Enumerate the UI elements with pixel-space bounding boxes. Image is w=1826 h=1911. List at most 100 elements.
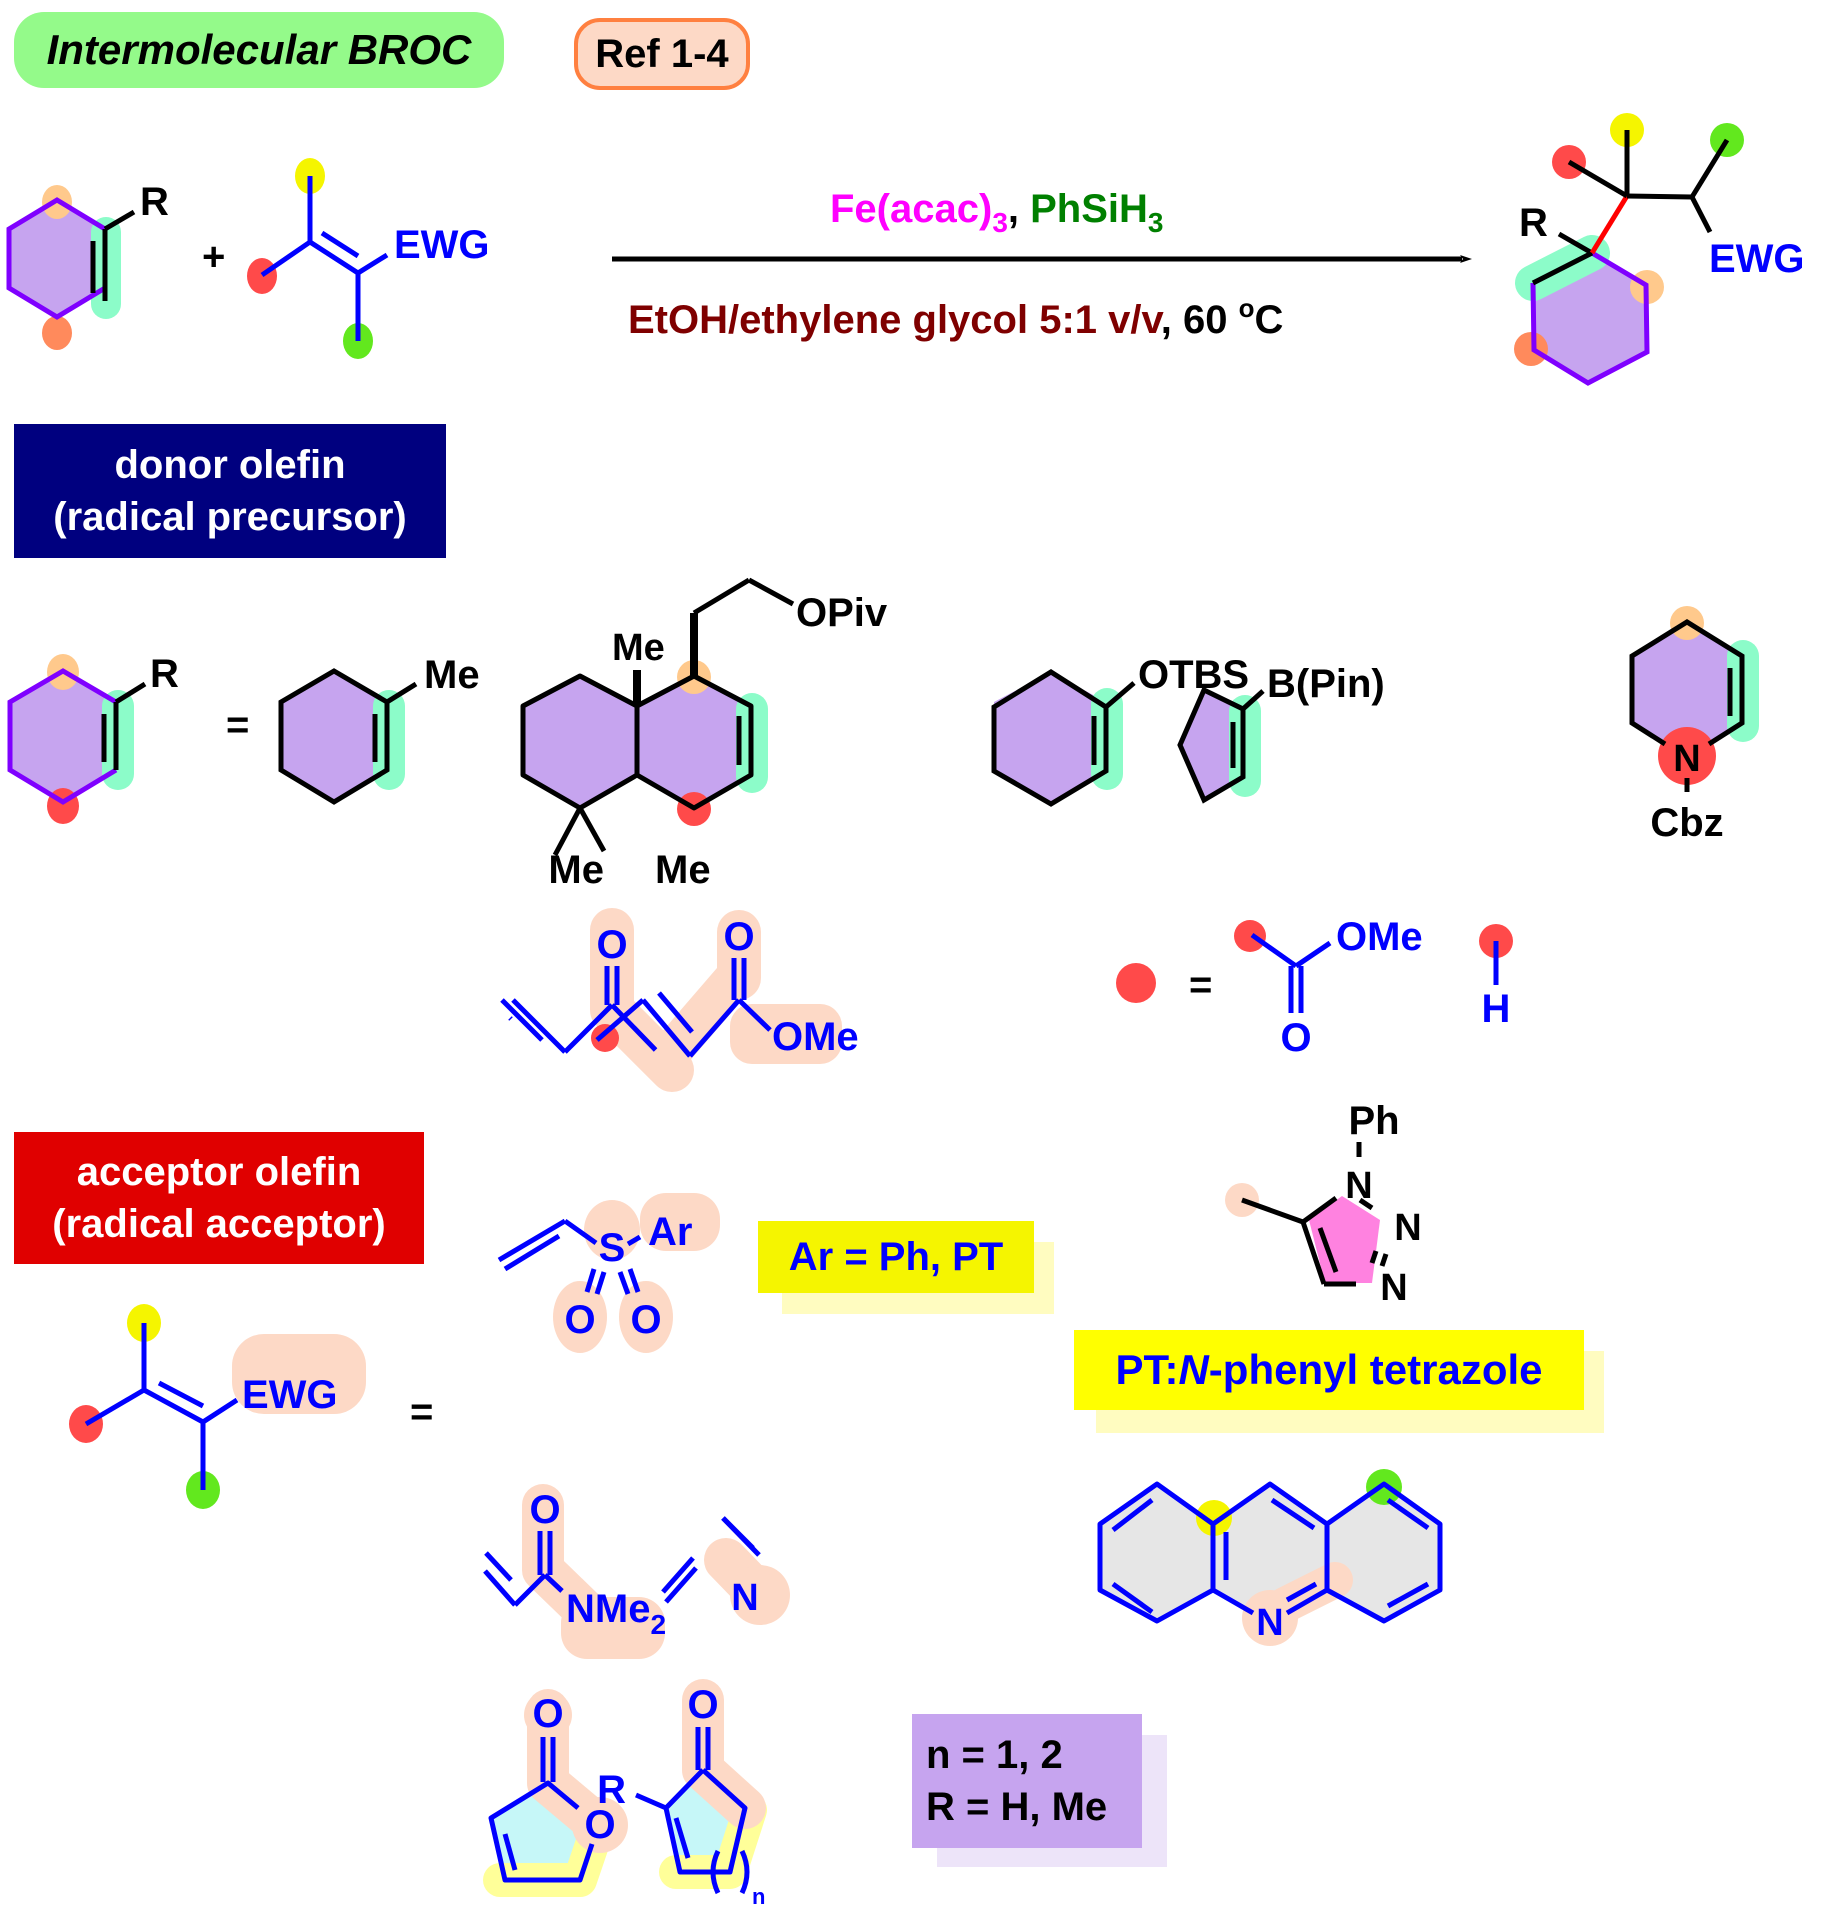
bond (1626, 193, 1693, 200)
bond (503, 1233, 561, 1272)
silane-subscript: 3 (1148, 207, 1164, 238)
bond (1369, 1250, 1379, 1264)
ewg-highlight (553, 1281, 607, 1353)
donor-example-boronate: B(Pin) (1177, 662, 1385, 804)
acceptor-butenolide: O O (483, 1689, 628, 1897)
bond (692, 577, 751, 616)
ring-outline (1629, 619, 1745, 747)
acceptor-acrylonitrile: N (661, 1516, 790, 1625)
bond (721, 1516, 755, 1550)
bond (563, 1218, 598, 1246)
pt-note-italic: N (1178, 1346, 1209, 1393)
reagent-separator: , (1008, 187, 1030, 231)
reference-badge: Ref 1-4 (574, 18, 750, 90)
bond (1386, 1581, 1430, 1609)
bond (1211, 1587, 1255, 1616)
silane-reagent: PhSiH (1030, 187, 1148, 231)
n-label: N (1256, 1602, 1283, 1644)
temp-unit: C (1255, 298, 1284, 342)
new-bond (1589, 194, 1630, 255)
ring-o-label: O (584, 1803, 615, 1847)
temperature: 60 (1183, 298, 1239, 342)
bond (552, 806, 583, 857)
bond (661, 1556, 695, 1594)
me-label: Me (612, 627, 665, 669)
bond (1689, 138, 1730, 199)
bond (114, 681, 147, 705)
bond (594, 1271, 607, 1295)
catalyst-conditions: Fe(acac)3, PhSiH3 (830, 187, 1164, 238)
bond (584, 1268, 597, 1293)
bond (577, 806, 607, 853)
ph-label: Ph (1348, 1099, 1399, 1143)
allylic-dot (1514, 332, 1548, 366)
bond (1104, 681, 1136, 709)
o-label: O (529, 1488, 560, 1532)
donor-label-line2: (radical precursor) (53, 495, 407, 539)
bond (508, 1016, 513, 1021)
n-note: n = 1, 2 R = H, Me (912, 1714, 1142, 1848)
bond (511, 998, 567, 1054)
bond (1111, 1581, 1154, 1615)
solvent: EtOH/ethylene glycol 5:1 v/v (628, 298, 1164, 342)
bond (657, 991, 694, 1034)
bond (502, 1833, 518, 1871)
ewg-highlight (640, 1193, 720, 1251)
bond (610, 1003, 658, 1052)
bond (356, 252, 389, 276)
ring-fill (9, 200, 105, 317)
equals-sign: = (410, 1390, 433, 1434)
donor-example-methylcyclohexene: Me (278, 653, 480, 805)
bond (1531, 250, 1594, 286)
dot-legend: = OMe O H (1116, 915, 1513, 1060)
bond (737, 998, 772, 1032)
product: R EWG (1514, 113, 1805, 386)
acceptor-label-line1: acceptor olefin (76, 1150, 362, 1194)
reactant-acceptor-olefin: EWG (247, 158, 490, 359)
tetrazole-fill (1309, 1196, 1380, 1283)
r-label: R (597, 1768, 626, 1812)
solvent-conditions: EtOH/ethylene glycol 5:1 v/v, 60 oC (628, 293, 1283, 342)
scheme-title-text: Intermolecular BROC (46, 26, 472, 73)
ar-label: Ar (648, 1210, 692, 1254)
ring-fill (994, 672, 1106, 804)
bond (320, 230, 360, 259)
bond (595, 998, 645, 1042)
bond (543, 1573, 564, 1593)
bond (1567, 159, 1629, 199)
red-dot (1658, 727, 1716, 785)
o-label: O (630, 1298, 661, 1342)
paren-left (710, 1849, 721, 1895)
ewg-label: EWG (242, 1373, 338, 1417)
lactone-ring (488, 1780, 595, 1883)
ewg-highlight (730, 1565, 790, 1625)
n-subscript: n (752, 1884, 765, 1909)
ring-fill-right (637, 676, 751, 808)
bond (201, 1397, 239, 1425)
reactant-donor-olefin: R (6, 180, 169, 350)
n-label: N (1394, 1207, 1421, 1249)
ome-label: OMe (772, 1015, 859, 1059)
o-label: O (687, 1683, 718, 1727)
bond (1301, 1195, 1338, 1225)
ewg-label: EWG (394, 223, 490, 267)
donor-generic: R (7, 652, 179, 824)
ar-note-text: Ar = Ph, PT (788, 1234, 1004, 1279)
ring-fill (1180, 690, 1243, 800)
bond (484, 1551, 513, 1582)
plus-sign: + (202, 235, 225, 279)
acceptor-acridine: N (1097, 1469, 1443, 1646)
donor-olefin-label: donor olefin (radical precursor) (14, 424, 446, 558)
bond (1285, 1581, 1318, 1603)
acceptor-acrylamide: O NMe2 (483, 1484, 666, 1659)
ring-fill (281, 671, 387, 802)
donor-example-decalin-final: Me OPiv Me Me (520, 577, 888, 892)
ewg-highlight (232, 1334, 366, 1414)
yellow-dot (1196, 1500, 1232, 1536)
bond (513, 1573, 547, 1607)
decalin-outline (520, 673, 754, 811)
enone-ring (663, 1768, 748, 1875)
donor-example-tetrahydropyridine: N Cbz (1629, 606, 1759, 845)
ewg-highlight (524, 1691, 572, 1739)
bond (1241, 689, 1265, 711)
